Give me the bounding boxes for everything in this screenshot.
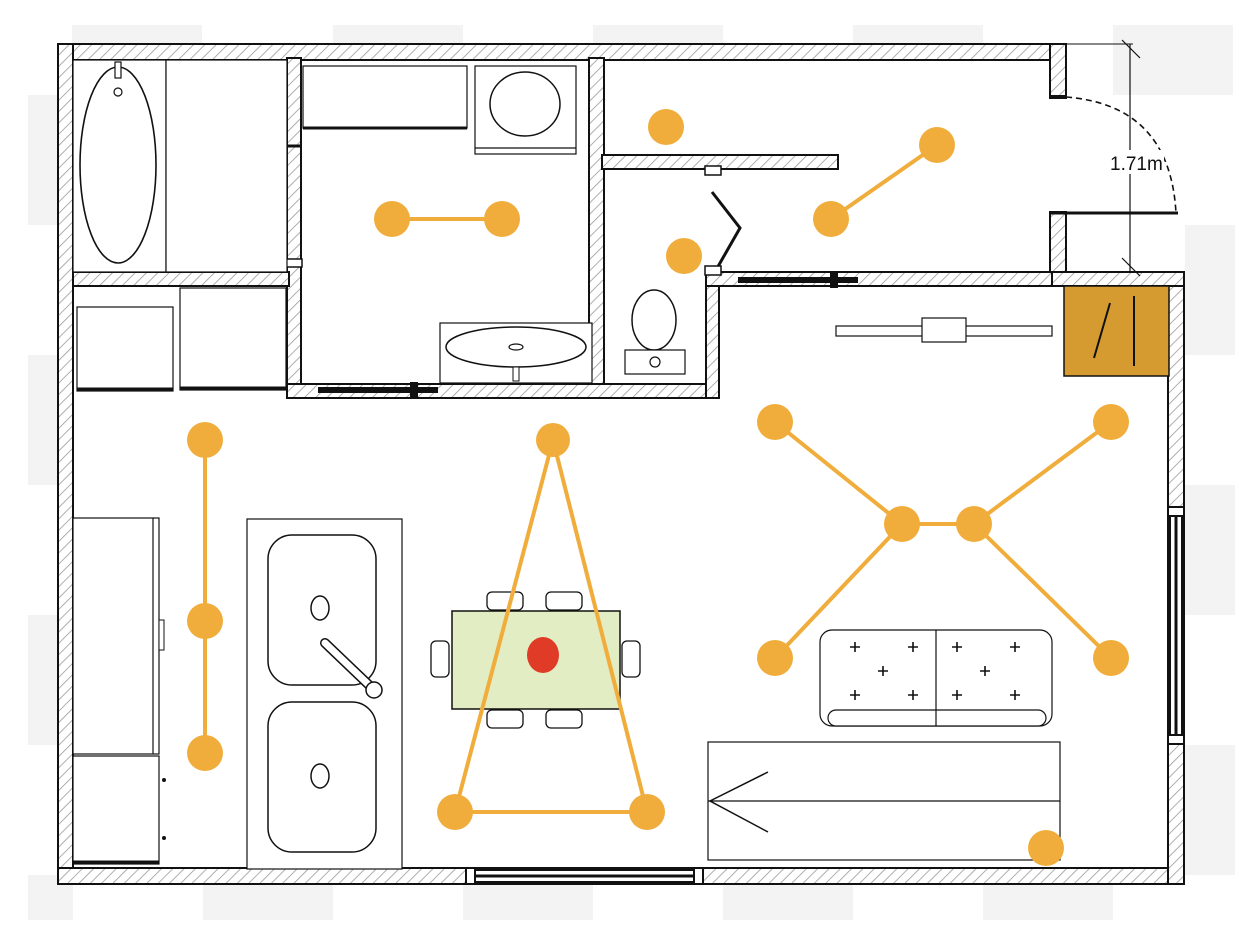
ceiling-light-icon: [757, 640, 793, 676]
wire-segment: [829, 143, 939, 221]
ceiling-light-icon: [437, 794, 473, 830]
lower-cabinet: [72, 755, 166, 865]
ceiling-light-icon: [919, 127, 955, 163]
central-hub-icon: [527, 637, 559, 673]
ceiling-light-icon: [536, 423, 570, 457]
ceiling-lights: [187, 109, 1129, 866]
ceiling-light-icon: [1093, 640, 1129, 676]
windows: [465, 506, 1185, 885]
washing-machine: [474, 65, 577, 155]
dimension-label: 1.71m: [1110, 154, 1163, 175]
ceiling-light-icon: [629, 794, 665, 830]
ceiling-light-icon: [1028, 830, 1064, 866]
sofa: [819, 629, 1053, 727]
ceiling-light-icon: [187, 735, 223, 771]
shower-area: [165, 59, 288, 273]
ceiling-light-icon: [484, 201, 520, 237]
ceiling-light-icon: [648, 109, 684, 145]
refrigerator: [72, 517, 165, 755]
wire-segment: [972, 522, 1113, 660]
ceiling-light-icon: [956, 506, 992, 542]
wire-segment: [972, 420, 1113, 526]
lighting-wires: [203, 143, 1113, 814]
kitchen-sink: [246, 518, 403, 870]
bathtub: [72, 59, 167, 273]
electrical-panel-icon: [1063, 285, 1170, 377]
staircase: [707, 741, 1061, 861]
wire-segment: [773, 420, 904, 526]
ceiling-light-icon: [187, 603, 223, 639]
ceiling-light-icon: [757, 404, 793, 440]
wire-segment: [453, 438, 555, 814]
toilet: [624, 289, 686, 375]
ceiling-light-bar: [835, 317, 1053, 343]
dimension-marker: 1.71m: [1066, 39, 1164, 277]
ceiling-light-icon: [1093, 404, 1129, 440]
wire-segment: [773, 522, 904, 660]
bathroom-counter: [302, 65, 468, 130]
wire-segment: [551, 438, 649, 814]
ceiling-light-icon: [884, 506, 920, 542]
ceiling-light-icon: [813, 201, 849, 237]
ceiling-light-icon: [374, 201, 410, 237]
ceiling-light-icon: [187, 422, 223, 458]
bathroom-sink: [439, 322, 593, 384]
background-grid: [28, 25, 1235, 920]
ceiling-light-icon: [666, 238, 702, 274]
laundry-cabinets: [76, 287, 287, 392]
